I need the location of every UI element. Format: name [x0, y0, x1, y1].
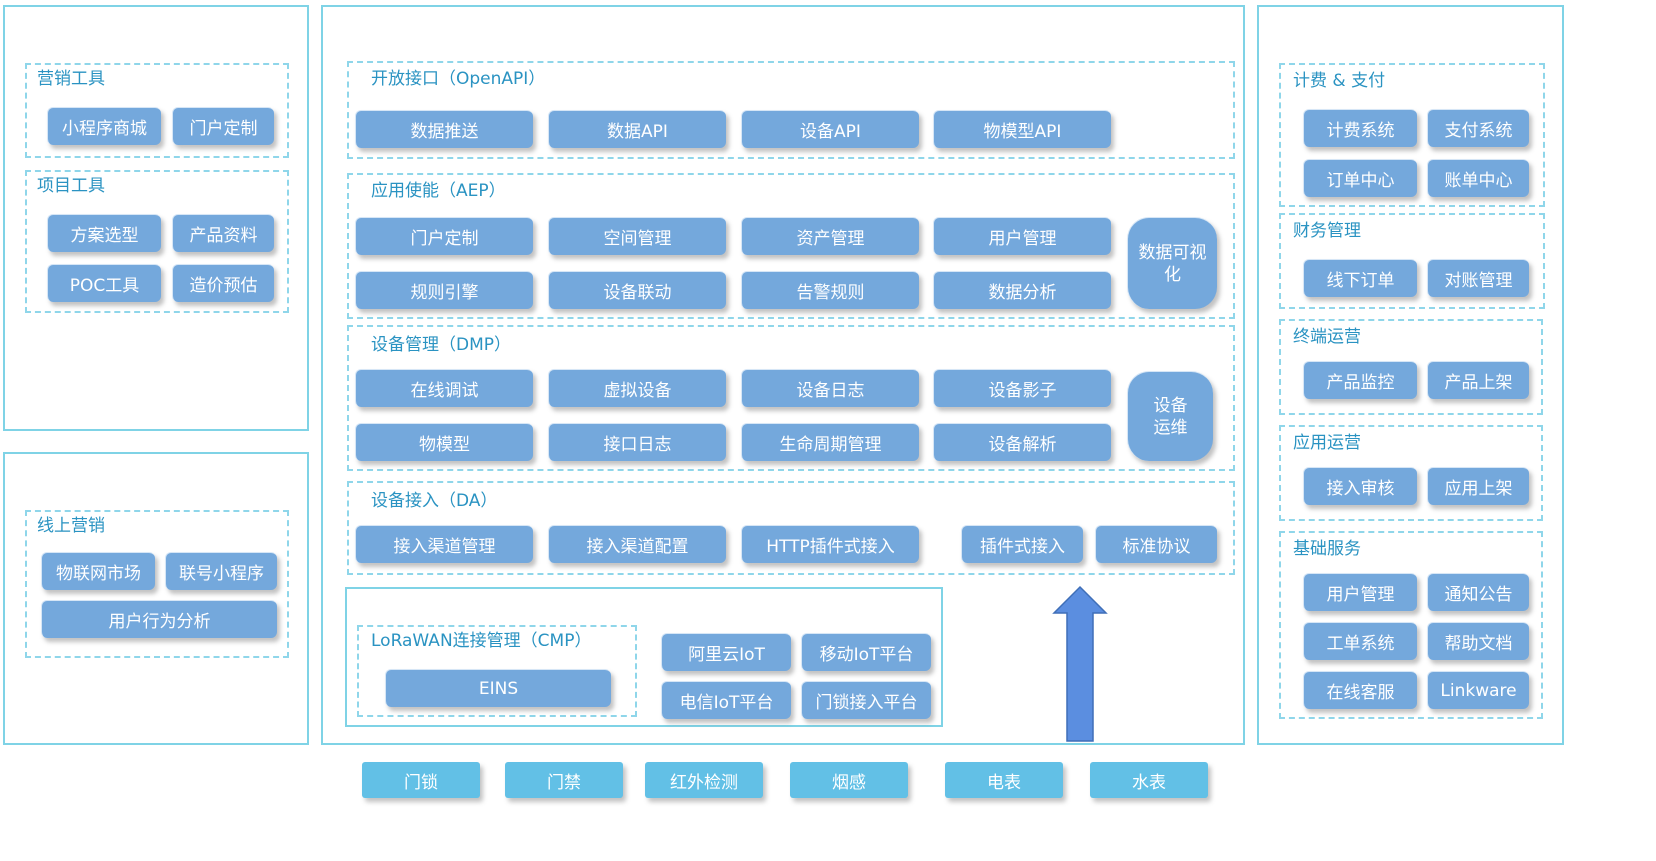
module-data-api[interactable]: 数据API — [548, 110, 726, 148]
device-access-control[interactable]: 门禁 — [505, 762, 623, 798]
group-dmp: 设备管理（DMP） 在线调试 虚拟设备 设备日志 设备影子 物模型 接口日志 生… — [347, 325, 1235, 471]
module-order-center[interactable]: 订单中心 — [1303, 159, 1417, 197]
module-data-visualization[interactable]: 数据可视化 — [1127, 217, 1217, 309]
device-infrared-detection[interactable]: 红外检测 — [645, 762, 763, 798]
group-title: 营销工具 — [37, 69, 105, 89]
module-reconciliation[interactable]: 对账管理 — [1427, 259, 1529, 297]
module-asset-management[interactable]: 资产管理 — [741, 217, 919, 255]
module-help-docs[interactable]: 帮助文档 — [1427, 622, 1529, 660]
module-interface-log[interactable]: 接口日志 — [548, 423, 726, 461]
module-device-log[interactable]: 设备日志 — [741, 369, 919, 407]
device-smoke-sensor[interactable]: 烟感 — [790, 762, 908, 798]
module-access-channel-config[interactable]: 接入渠道配置 — [548, 525, 726, 563]
module-billing-system[interactable]: 计费系统 — [1303, 109, 1417, 147]
module-alert-rules[interactable]: 告警规则 — [741, 271, 919, 309]
device-door-lock[interactable]: 门锁 — [362, 762, 480, 798]
connectivity-box: LoRaWAN连接管理（CMP） EINS 阿里云IoT 移动IoT平台 电信I… — [345, 587, 943, 727]
module-space-management[interactable]: 空间管理 — [548, 217, 726, 255]
module-ticket-system[interactable]: 工单系统 — [1303, 622, 1417, 660]
module-portal-custom[interactable]: 门户定制 — [355, 217, 533, 255]
module-virtual-device[interactable]: 虚拟设备 — [548, 369, 726, 407]
right-panel: 计费 & 支付 计费系统 支付系统 订单中心 账单中心 财务管理 线下订单 对账… — [1257, 5, 1564, 745]
group-title: LoRaWAN连接管理（CMP） — [371, 631, 592, 651]
module-miniprogram-mall[interactable]: 小程序商城 — [47, 107, 161, 145]
module-thing-model[interactable]: 物模型 — [355, 423, 533, 461]
module-access-review[interactable]: 接入审核 — [1303, 467, 1417, 505]
group-cmp: LoRaWAN连接管理（CMP） EINS — [357, 625, 637, 717]
group-basic-services: 基础服务 用户管理 通知公告 工单系统 帮助文档 在线客服 Linkware — [1279, 531, 1543, 719]
group-billing-payment: 计费 & 支付 计费系统 支付系统 订单中心 账单中心 — [1279, 63, 1545, 207]
module-linked-miniprogram[interactable]: 联号小程序 — [165, 552, 277, 590]
group-terminal-ops: 终端运营 产品监控 产品上架 — [1279, 319, 1543, 415]
module-rule-engine[interactable]: 规则引擎 — [355, 271, 533, 309]
module-data-analysis[interactable]: 数据分析 — [933, 271, 1111, 309]
module-device-parsing[interactable]: 设备解析 — [933, 423, 1111, 461]
module-eins[interactable]: EINS — [385, 669, 611, 707]
module-data-push[interactable]: 数据推送 — [355, 110, 533, 148]
left-top-panel: 营销工具 小程序商城 门户定制 项目工具 方案选型 产品资料 POC工具 造价预… — [3, 5, 309, 431]
module-user-behavior[interactable]: 用户行为分析 — [41, 600, 277, 638]
module-thing-model-api[interactable]: 物模型API — [933, 110, 1111, 148]
device-water-meter[interactable]: 水表 — [1090, 762, 1208, 798]
module-linkware[interactable]: Linkware — [1427, 671, 1529, 709]
group-title: 线上营销 — [37, 516, 105, 536]
group-project-tools: 项目工具 方案选型 产品资料 POC工具 造价预估 — [25, 170, 289, 313]
group-app-ops: 应用运营 接入审核 应用上架 — [1279, 425, 1543, 521]
platform-telecom-iot[interactable]: 电信IoT平台 — [661, 681, 791, 719]
up-arrow-icon — [1052, 585, 1108, 742]
platform-mobile-iot[interactable]: 移动IoT平台 — [801, 633, 931, 671]
module-device-linkage[interactable]: 设备联动 — [548, 271, 726, 309]
group-marketing-tools: 营销工具 小程序商城 门户定制 — [25, 63, 289, 158]
platform-door-lock-access[interactable]: 门锁接入平台 — [801, 681, 931, 719]
group-finance: 财务管理 线下订单 对账管理 — [1279, 213, 1545, 309]
group-title: 设备接入（DA） — [371, 491, 498, 511]
group-online-marketing: 线上营销 物联网市场 联号小程序 用户行为分析 — [25, 510, 289, 658]
module-poc-tool[interactable]: POC工具 — [47, 264, 161, 302]
group-title: 计费 & 支付 — [1293, 71, 1386, 91]
group-title: 应用运营 — [1293, 433, 1361, 453]
group-title: 终端运营 — [1293, 327, 1361, 347]
center-panel: 开放接口（OpenAPI） 数据推送 数据API 设备API 物模型API 应用… — [321, 5, 1245, 745]
module-product-monitor[interactable]: 产品监控 — [1303, 361, 1417, 399]
module-bill-center[interactable]: 账单中心 — [1427, 159, 1529, 197]
module-product-docs[interactable]: 产品资料 — [172, 214, 274, 252]
group-title: 应用使能（AEP） — [371, 181, 506, 201]
module-notice[interactable]: 通知公告 — [1427, 573, 1529, 611]
module-payment-system[interactable]: 支付系统 — [1427, 109, 1529, 147]
module-solution-selection[interactable]: 方案选型 — [47, 214, 161, 252]
module-offline-order[interactable]: 线下订单 — [1303, 259, 1417, 297]
group-aep: 应用使能（AEP） 门户定制 空间管理 资产管理 用户管理 规则引擎 设备联动 … — [347, 173, 1235, 319]
platform-aliyun-iot[interactable]: 阿里云IoT — [661, 633, 791, 671]
group-title: 设备管理（DMP） — [371, 335, 512, 355]
module-access-channel-management[interactable]: 接入渠道管理 — [355, 525, 533, 563]
group-title: 项目工具 — [37, 176, 105, 196]
module-cost-estimate[interactable]: 造价预估 — [172, 264, 274, 302]
module-online-debug[interactable]: 在线调试 — [355, 369, 533, 407]
module-iot-market[interactable]: 物联网市场 — [41, 552, 155, 590]
module-standard-protocol[interactable]: 标准协议 — [1095, 525, 1217, 563]
left-bottom-panel: 线上营销 物联网市场 联号小程序 用户行为分析 — [3, 452, 309, 745]
module-user-management[interactable]: 用户管理 — [933, 217, 1111, 255]
module-device-shadow[interactable]: 设备影子 — [933, 369, 1111, 407]
module-lifecycle-management[interactable]: 生命周期管理 — [741, 423, 919, 461]
group-title: 开放接口（OpenAPI） — [371, 69, 546, 89]
module-http-plugin-access[interactable]: HTTP插件式接入 — [741, 525, 919, 563]
device-electric-meter[interactable]: 电表 — [945, 762, 1063, 798]
module-online-support[interactable]: 在线客服 — [1303, 671, 1417, 709]
module-product-listing[interactable]: 产品上架 — [1427, 361, 1529, 399]
module-device-ops[interactable]: 设备运维 — [1127, 371, 1213, 461]
module-plugin-access[interactable]: 插件式接入 — [961, 525, 1083, 563]
module-portal-custom[interactable]: 门户定制 — [172, 107, 274, 145]
module-user-management[interactable]: 用户管理 — [1303, 573, 1417, 611]
module-app-listing[interactable]: 应用上架 — [1427, 467, 1529, 505]
module-device-api[interactable]: 设备API — [741, 110, 919, 148]
group-title: 财务管理 — [1293, 221, 1361, 241]
group-openapi: 开放接口（OpenAPI） 数据推送 数据API 设备API 物模型API — [347, 61, 1235, 159]
group-title: 基础服务 — [1293, 539, 1361, 559]
group-da: 设备接入（DA） 接入渠道管理 接入渠道配置 HTTP插件式接入 插件式接入 标… — [347, 481, 1235, 575]
